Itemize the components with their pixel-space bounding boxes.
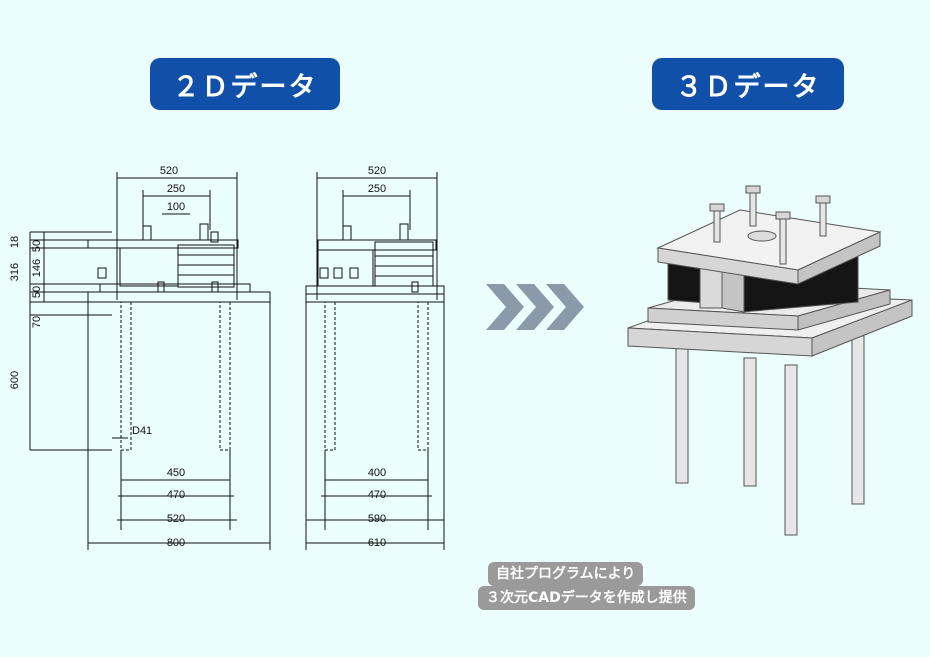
dim-bottom-800: 800 (167, 537, 185, 549)
heading-2d-label: ２Ｄデータ (172, 71, 318, 103)
dim-top-100: 100 (167, 201, 185, 213)
dim-side-146: 146 (31, 259, 43, 277)
heading-2d-data: ２Ｄデータ (150, 58, 340, 110)
dim-r-top-250: 250 (368, 183, 386, 195)
dim-top-520: 520 (160, 165, 178, 177)
heading-3d-label: ３Ｄデータ (675, 71, 821, 103)
dim-bottom-450: 450 (167, 467, 185, 479)
drawing-left (29, 172, 271, 550)
dim-side-18: 18 (9, 236, 21, 248)
caption-line-1: 自社プログラムにより (488, 562, 644, 586)
chevron-arrows-icon (486, 284, 584, 330)
heading-3d-data: ３Ｄデータ (652, 58, 844, 110)
dim-bottom-470: 470 (167, 489, 185, 501)
dim-top-250: 250 (167, 183, 185, 195)
dim-side-316: 316 (9, 263, 21, 281)
dim-r-bottom-470: 470 (368, 489, 386, 501)
dim-bottom-520: 520 (167, 513, 185, 525)
drawing-right (305, 172, 445, 550)
dim-side-50a: 50 (31, 240, 43, 252)
dim-hole-d41: D41 (132, 425, 152, 437)
dim-r-bottom-610: 610 (368, 537, 386, 549)
dim-r-bottom-590: 590 (368, 513, 386, 525)
dim-r-bottom-400: 400 (368, 467, 386, 479)
dim-side-50b: 50 (31, 286, 43, 298)
model-3d (627, 185, 913, 536)
dim-side-70: 70 (31, 316, 43, 328)
dim-side-600: 600 (9, 371, 21, 389)
dim-r-top-520: 520 (368, 165, 386, 177)
caption-line-2: ３次元CADデータを作成し提供 (478, 586, 695, 610)
